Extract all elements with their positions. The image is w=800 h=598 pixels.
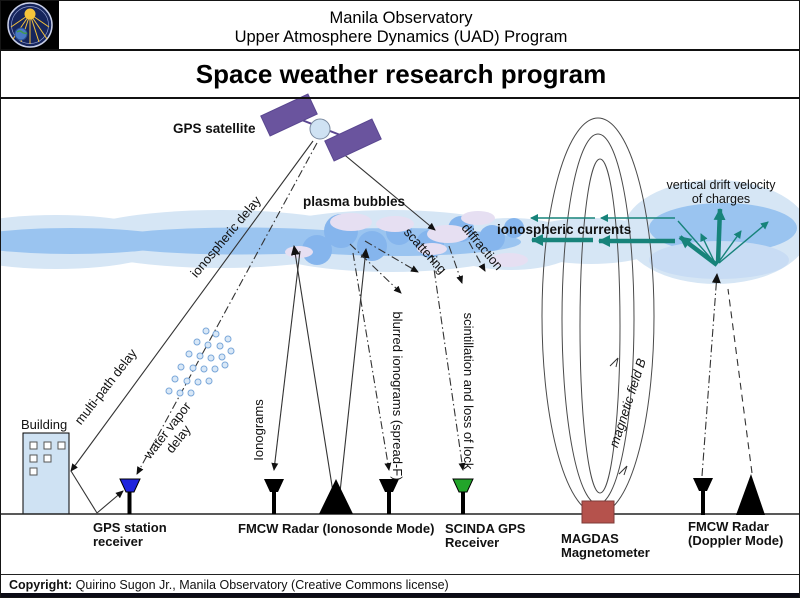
page-title: Space weather research program	[195, 59, 607, 89]
fmcw-ionosonde-antenna-left	[264, 479, 284, 514]
label-blurred-ionograms: blurred ionograms (spread-F)	[390, 311, 405, 481]
vertical-drift-arrows	[677, 208, 769, 267]
magnetic-field-loops	[541, 117, 655, 515]
label-vertical-drift: vertical drift velocity of charges	[666, 178, 776, 206]
multipath-bounce-down	[70, 470, 98, 514]
copyright-label: Copyright:	[9, 578, 73, 592]
water-vapor-ray	[136, 142, 318, 475]
observatory-logo	[1, 1, 59, 50]
copyright-text: Quirino Sugon Jr., Manila Observatory (C…	[72, 578, 449, 592]
label-plasma-bubbles: plasma bubbles	[303, 194, 406, 209]
fmcw-ionosonde-antenna-right	[379, 479, 399, 514]
multipath-bounce-to-receiver	[96, 490, 124, 514]
fmcw-doppler-antenna	[693, 478, 713, 515]
ionosonde-beam-left	[290, 245, 337, 512]
magdas-magnetometer-box	[581, 500, 615, 524]
doppler-beam-slant	[727, 288, 753, 474]
label-gps-satellite: GPS satellite	[173, 121, 256, 136]
logo-sun	[24, 8, 36, 20]
field-direction-ticks	[609, 357, 628, 476]
scintillation-line	[431, 254, 466, 471]
diffraction-arrow-2	[468, 241, 486, 272]
water-vapor-droplets	[165, 327, 235, 397]
satellite-to-plasma-ray	[328, 141, 436, 231]
blurred-ionogram-line	[352, 252, 392, 471]
ionogram-echo-line	[271, 250, 301, 471]
label-ionospheric-currents: ionospheric currents	[497, 222, 632, 237]
doppler-beam-up	[701, 273, 721, 477]
building-shape	[22, 432, 70, 515]
scinda-antenna	[452, 478, 474, 514]
ionosonde-beam-right	[337, 248, 370, 512]
header-rule	[1, 49, 799, 51]
title-rule	[1, 97, 799, 99]
label-fmcw-doppler: FMCW Radar (Doppler Mode)	[688, 519, 784, 548]
fmcw-ionosonde-triangle	[319, 479, 353, 514]
label-fmcw-ionosonde: FMCW Radar (Ionosonde Mode)	[238, 521, 435, 536]
gps-satellite	[260, 93, 382, 162]
header-program: Upper Atmosphere Dynamics (UAD) Program	[234, 28, 568, 46]
gps-station-antenna	[119, 478, 141, 514]
satellite-solar-panel-left	[260, 93, 318, 137]
signal-paths	[70, 140, 753, 514]
label-scintillation: scintillation and loss of lock	[461, 312, 476, 470]
multipath-ray-satellite-to-building	[70, 140, 314, 472]
satellite-solar-panel-right	[324, 118, 382, 162]
fmcw-doppler-triangle	[736, 474, 765, 515]
label-building: Building	[21, 417, 68, 432]
copyright-line: Copyright: Quirino Sugon Jr., Manila Obs…	[9, 578, 449, 592]
scatter-arrow-2	[364, 240, 419, 273]
header-org: Manila Observatory	[329, 9, 473, 27]
label-ionograms: Ionograms	[251, 399, 266, 461]
diffraction-arrow-1	[448, 245, 463, 284]
scatter-arrow-1	[349, 243, 402, 294]
footer-rule	[1, 574, 799, 575]
bottom-bar	[1, 593, 799, 597]
ionospheric-current-arrows	[530, 214, 675, 247]
satellite-body	[309, 118, 331, 140]
label-scinda: SCINDA GPS Receiver	[445, 521, 526, 550]
label-magdas: MAGDAS Magnetometer	[561, 531, 650, 560]
label-gps-station: GPS station receiver	[93, 520, 167, 549]
